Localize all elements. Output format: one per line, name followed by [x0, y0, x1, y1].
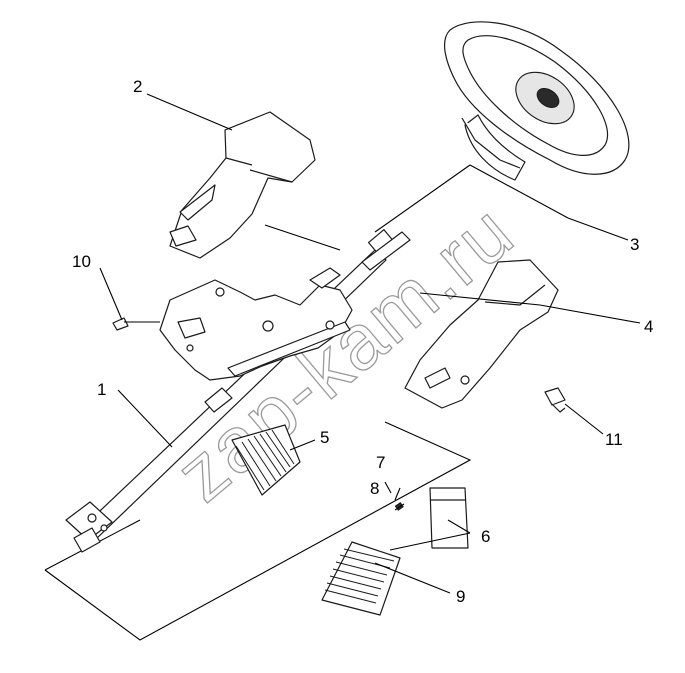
column-shield-plate [429, 487, 469, 549]
bellows-boot [321, 541, 401, 616]
callout-9: 9 [456, 587, 465, 606]
column-mount-bracket [159, 267, 353, 381]
universal-joint [65, 501, 113, 553]
leader-lines [99, 93, 641, 594]
callout-4: 4 [644, 317, 653, 336]
callout-labels: 1 2 3 4 5 6 7 8 9 10 11 [72, 77, 653, 606]
callout-3: 3 [630, 235, 639, 254]
lower-column-shroud [404, 259, 559, 409]
callout-1: 1 [97, 380, 106, 399]
callout-6: 6 [481, 527, 490, 546]
callout-5: 5 [320, 428, 329, 447]
small-fastener [394, 501, 405, 511]
upper-column-shroud [169, 111, 316, 259]
callout-2: 2 [133, 77, 142, 96]
callout-11: 11 [605, 430, 623, 449]
column-boot [231, 424, 301, 496]
bolt-right [544, 387, 566, 413]
callout-8: 8 [370, 479, 379, 498]
callout-10: 10 [72, 252, 91, 271]
bolt-left [112, 317, 160, 331]
callout-7: 7 [376, 453, 385, 472]
steering-wheel [443, 21, 630, 181]
